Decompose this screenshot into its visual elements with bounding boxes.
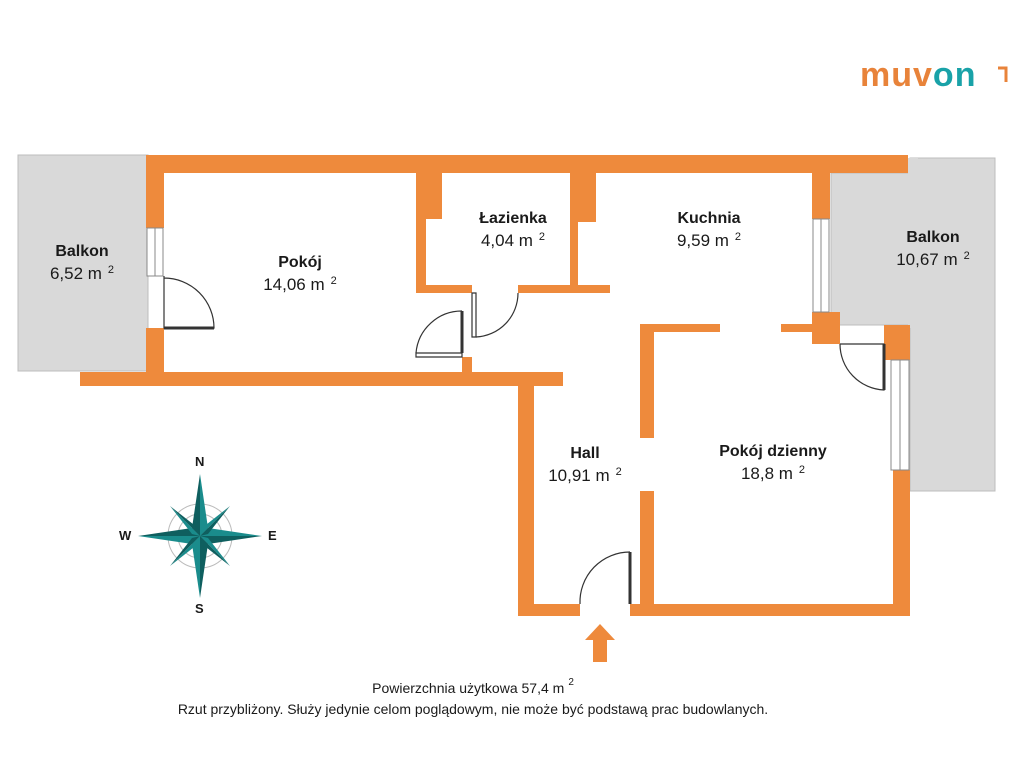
walls [80, 155, 910, 616]
compass-west: W [119, 528, 132, 543]
room-name: Balkon [906, 229, 960, 246]
logo-part-2: on [932, 56, 977, 94]
room-name: Hall [570, 445, 600, 462]
balcony-left [17, 154, 149, 372]
compass-south: S [195, 601, 204, 616]
compass-rose-icon [138, 474, 262, 598]
compass-east: E [268, 528, 277, 543]
room-name: Łazienka [479, 210, 547, 227]
logo-part-1: muv [860, 56, 933, 94]
balcony-right [909, 157, 996, 492]
compass-north: N [195, 454, 205, 469]
room-name: Kuchnia [677, 210, 741, 227]
disclaimer: Rzut przybliżony. Służy jedynie celom po… [177, 701, 769, 717]
logo-mark-icon [998, 66, 1008, 82]
balcony-right-connector [908, 158, 918, 328]
balcony-right-top [830, 172, 918, 326]
brand-logo: muvon [860, 56, 1008, 94]
room-name: Balkon [55, 243, 109, 260]
doors [163, 276, 886, 605]
entrance-arrow-icon [585, 624, 615, 662]
room-name: Pokój dzienny [719, 443, 827, 460]
windows [146, 218, 910, 471]
room-name: Pokój [278, 254, 322, 271]
